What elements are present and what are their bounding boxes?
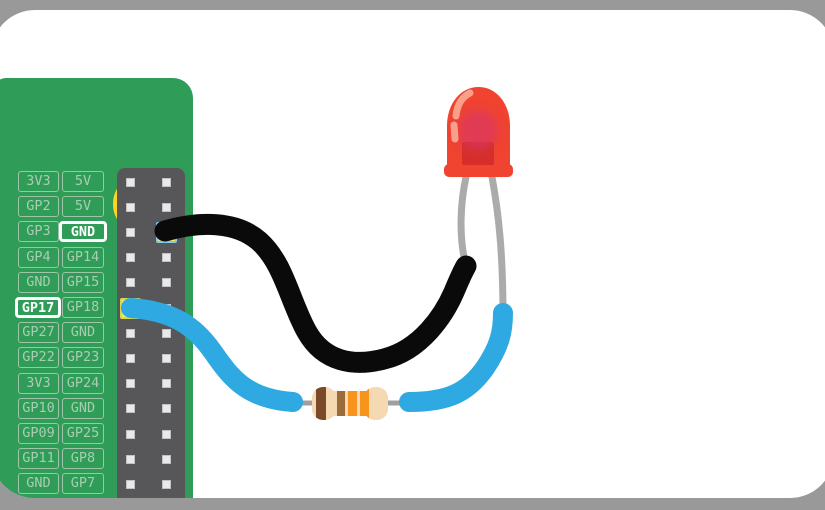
resistor bbox=[291, 387, 413, 420]
led-anode-leg bbox=[488, 173, 507, 320]
led-gloss-dash bbox=[450, 121, 459, 143]
led-glow bbox=[458, 110, 498, 150]
resistor-bands bbox=[316, 387, 369, 420]
red-led bbox=[444, 87, 513, 177]
blue-jumper-wire-gp17 bbox=[121, 298, 303, 412]
led-cathode-leg bbox=[457, 173, 470, 270]
